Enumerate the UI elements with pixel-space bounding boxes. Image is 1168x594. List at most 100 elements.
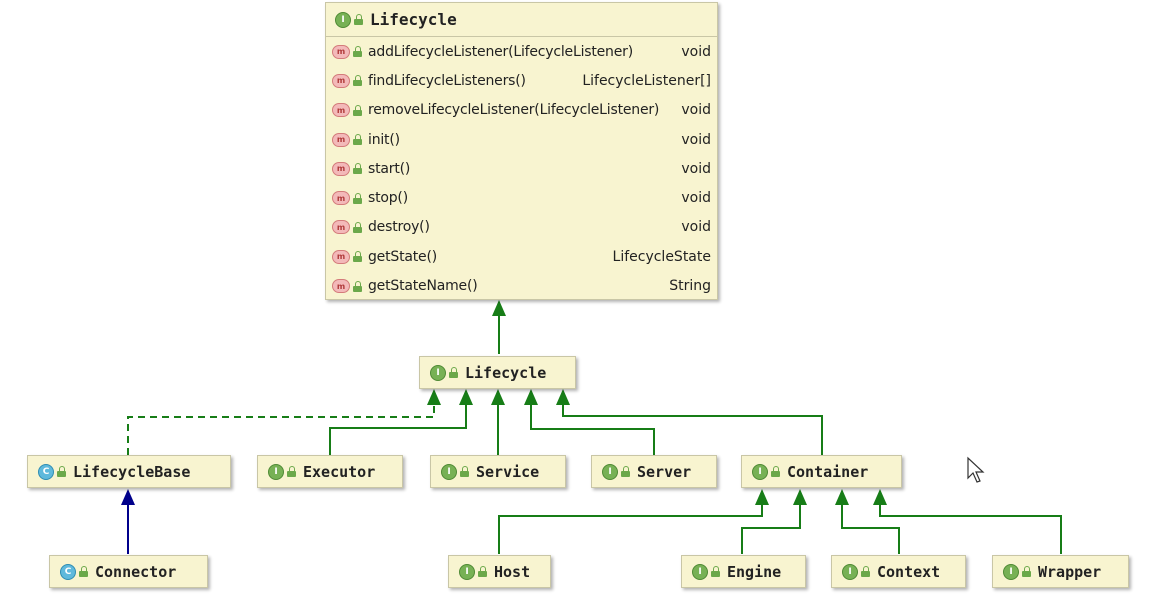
interface-icon: I [430, 364, 446, 381]
node-label: Engine [727, 562, 782, 581]
mouse-cursor-icon [967, 456, 985, 483]
public-lock-icon [353, 163, 363, 175]
edge-server-extends [530, 403, 655, 455]
public-lock-icon [353, 251, 363, 263]
method-row[interactable]: m addLifecycleListener(LifecycleListener… [326, 37, 717, 66]
method-row[interactable]: m stop() void [326, 183, 717, 212]
node-label: Connector [95, 562, 177, 581]
arrowhead [427, 389, 441, 405]
public-lock-icon [771, 466, 781, 477]
interface-icon: I [842, 563, 858, 580]
method-icon: m [332, 161, 350, 176]
public-lock-icon [353, 192, 363, 204]
edge-host-extends [498, 504, 763, 554]
arrowhead [835, 489, 849, 505]
method-name: getStateName() [368, 278, 478, 295]
public-lock-icon [79, 566, 89, 577]
node-label: LifecycleBase [73, 462, 191, 481]
method-name: getState() [368, 248, 437, 265]
node-label: Lifecycle [465, 363, 547, 382]
arrowhead [121, 489, 135, 505]
method-name: destroy() [368, 219, 430, 236]
method-icon: m [332, 73, 350, 88]
arrowhead [755, 489, 769, 505]
method-return-type: LifecycleListener[] [582, 72, 711, 89]
public-lock-icon [353, 75, 363, 87]
interface-icon: I [441, 463, 457, 480]
node-label: Host [494, 562, 531, 581]
arrowhead [556, 389, 570, 405]
node-label: Executor [303, 462, 376, 481]
node-label: Wrapper [1038, 562, 1102, 581]
method-row[interactable]: m getStateName() String [326, 271, 717, 300]
method-name: removeLifecycleListener(LifecycleListene… [368, 102, 660, 119]
node-connector[interactable]: C Connector [49, 555, 208, 588]
public-lock-icon [861, 566, 871, 577]
lifecycle-interface-definition[interactable]: I Lifecycle m addLifecycleListener(Lifec… [325, 2, 718, 300]
method-name: addLifecycleListener(LifecycleListener) [368, 43, 633, 60]
method-return-type: void [681, 190, 711, 207]
method-return-type: void [681, 219, 711, 236]
class-icon: C [38, 463, 54, 480]
node-context[interactable]: I Context [831, 555, 966, 588]
method-row[interactable]: m findLifecycleListeners() LifecycleList… [326, 66, 717, 95]
node-service[interactable]: I Service [430, 455, 566, 488]
node-lifecyclebase[interactable]: C LifecycleBase [27, 455, 231, 488]
interface-icon: I [268, 463, 284, 480]
public-lock-icon [57, 466, 67, 477]
method-icon: m [332, 132, 350, 147]
arrowhead [459, 389, 473, 405]
method-row[interactable]: m start() void [326, 154, 717, 183]
method-name: findLifecycleListeners() [368, 72, 526, 89]
method-return-type: String [669, 278, 711, 295]
node-host[interactable]: I Host [448, 555, 551, 588]
node-label: Service [476, 462, 540, 481]
method-row[interactable]: m init() void [326, 125, 717, 154]
arrowhead [492, 300, 506, 316]
node-label: Container [787, 462, 869, 481]
method-name: start() [368, 160, 411, 177]
method-icon: m [332, 220, 350, 235]
method-return-type: LifecycleState [612, 248, 711, 265]
node-server[interactable]: I Server [591, 455, 717, 488]
method-row[interactable]: m getState() LifecycleState [326, 242, 717, 271]
method-row[interactable]: m destroy() void [326, 213, 717, 242]
node-wrapper[interactable]: I Wrapper [992, 555, 1129, 588]
public-lock-icon [353, 280, 363, 292]
public-lock-icon [353, 104, 363, 116]
interface-icon: I [752, 463, 768, 480]
edge-lifecyclebase-implements [127, 403, 435, 455]
arrowhead [873, 489, 887, 505]
node-lifecycle[interactable]: I Lifecycle [419, 356, 576, 389]
method-name: init() [368, 131, 400, 148]
interface-icon: I [459, 563, 475, 580]
method-return-type: void [681, 131, 711, 148]
method-icon: m [332, 249, 350, 264]
public-lock-icon [287, 466, 297, 477]
method-icon: m [332, 103, 350, 118]
edge-engine-extends [741, 504, 801, 554]
interface-icon: I [335, 11, 351, 28]
node-engine[interactable]: I Engine [681, 555, 806, 588]
node-container[interactable]: I Container [741, 455, 902, 488]
public-lock-icon [1022, 566, 1032, 577]
arrowhead [491, 389, 505, 405]
interface-header: I Lifecycle [326, 3, 717, 37]
interface-icon: I [602, 463, 618, 480]
method-return-type: void [681, 43, 711, 60]
edge-executor-extends [329, 403, 467, 455]
public-lock-icon [478, 566, 488, 577]
arrowhead [793, 489, 807, 505]
public-lock-icon [449, 367, 459, 378]
method-return-type: void [681, 160, 711, 177]
public-lock-icon [460, 466, 470, 477]
node-label: Context [877, 562, 941, 581]
edge-container-extends [562, 403, 823, 455]
method-row[interactable]: m removeLifecycleListener(LifecycleListe… [326, 96, 717, 125]
public-lock-icon [711, 566, 721, 577]
edge-context-extends [841, 504, 900, 554]
node-executor[interactable]: I Executor [257, 455, 403, 488]
public-lock-icon [354, 14, 364, 25]
node-label: Server [637, 462, 692, 481]
